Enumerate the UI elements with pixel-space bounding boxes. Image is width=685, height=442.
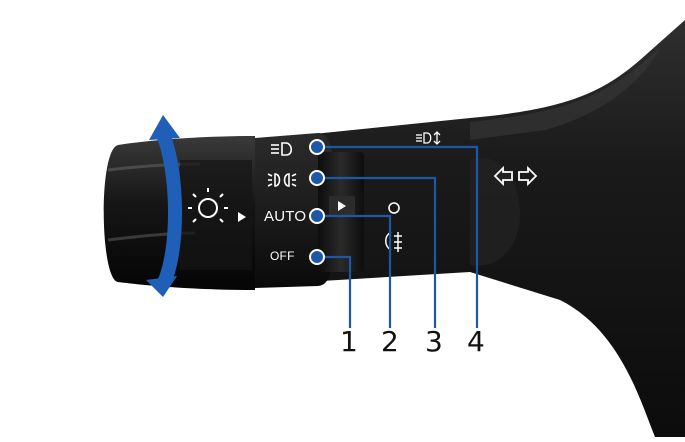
callout-number-2: 2 [381, 325, 399, 358]
callout-number-4: 4 [467, 325, 485, 358]
knob-pointer-icon [238, 212, 246, 222]
auto-label: AUTO [264, 208, 307, 225]
headlight-icon [271, 142, 293, 156]
rotation-arrow-icon [146, 115, 182, 297]
lever-stalk-highlight [470, 48, 660, 140]
callout-line-4 [318, 145, 479, 328]
light-sun-icon [188, 188, 228, 223]
high-beam-icon [416, 131, 441, 145]
callout-line-1 [318, 255, 352, 328]
callout-dot-3 [309, 170, 325, 186]
turn-signal-arrows-icon [493, 165, 538, 187]
callout-dot-4 [309, 139, 325, 155]
callout-number-1: 1 [340, 325, 358, 358]
callout-lines [318, 145, 479, 328]
parking-light-icon [267, 173, 297, 187]
callout-dot-1 [309, 249, 325, 265]
callout-line-3 [318, 176, 437, 328]
lever-stalk-bulge [470, 158, 520, 266]
ring-indicator-icon [388, 202, 400, 214]
callout-dot-2 [309, 208, 325, 224]
pointer-triangle-icon [338, 201, 346, 211]
callout-line-2 [318, 214, 392, 328]
callout-dots [309, 139, 325, 265]
off-label: OFF [270, 249, 295, 263]
callout-number-3: 3 [425, 325, 443, 358]
